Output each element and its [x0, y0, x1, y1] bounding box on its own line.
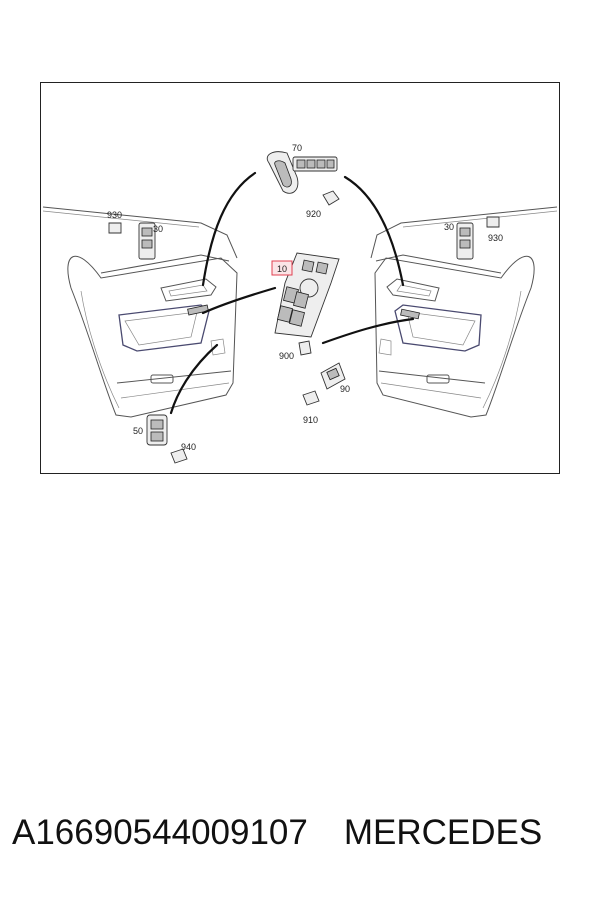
- callout-10: 10: [277, 264, 287, 274]
- right-rear-switch-part: [456, 222, 474, 260]
- callout-900: 900: [279, 351, 294, 361]
- connector-940: [170, 448, 188, 464]
- callout-70: 70: [292, 143, 302, 153]
- highlight-box-10: [271, 260, 293, 276]
- bottom-caption: A16690544009107 MERCEDES: [12, 808, 592, 858]
- connector-900: [298, 340, 312, 356]
- right-door-illustration: [370, 206, 558, 418]
- connector-910: [302, 390, 320, 406]
- parts-diagram: 70 920 930 30 30 930 10 900 90 910 50 94…: [42, 143, 558, 464]
- part-number: A16690544009107: [12, 813, 308, 852]
- connector-920: [322, 190, 340, 206]
- callout-940: 940: [181, 442, 196, 452]
- callout-910: 910: [303, 415, 318, 425]
- leader-lines: [169, 171, 415, 415]
- callout-920: 920: [306, 209, 321, 219]
- callout-50: 50: [133, 426, 143, 436]
- left-door-illustration: [42, 206, 238, 418]
- callout-30-right: 30: [444, 222, 454, 232]
- left-rear-switch-part: [138, 222, 156, 260]
- brand-name: MERCEDES: [343, 813, 543, 852]
- passenger-switch-part: [320, 362, 346, 390]
- callout-930-left: 930: [107, 210, 122, 220]
- diagram-frame: 70 920 930 30 30 930 10 900 90 910 50 94…: [40, 82, 560, 474]
- connector-930-left: [108, 222, 122, 234]
- seat-switch-part: [266, 151, 338, 194]
- callout-90: 90: [340, 384, 350, 394]
- rear-switch-part: [146, 414, 168, 446]
- connector-930-right: [486, 216, 500, 228]
- callout-30-left: 30: [153, 224, 163, 234]
- callout-930-right: 930: [488, 233, 503, 243]
